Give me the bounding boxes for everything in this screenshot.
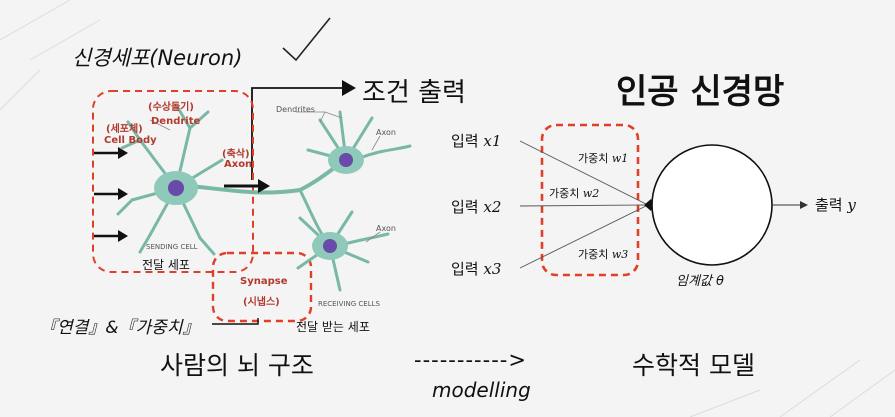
weight-1: 가중치 w1 <box>578 152 629 165</box>
checkmark-icon <box>282 17 331 62</box>
receiving-nucleus-bottom <box>323 239 337 253</box>
axon-en-label: Axon <box>224 159 253 170</box>
modelling-arrow: -----------> <box>414 348 527 372</box>
threshold-label: 임계값 θ <box>676 274 724 289</box>
output-label: 출력 y <box>815 196 856 214</box>
cellbody-en-label: Cell Body <box>104 135 157 146</box>
synapse-en-label: Synapse <box>240 276 288 287</box>
neuron-title: 신경세포(Neuron) <box>72 46 243 70</box>
sending-cell-box <box>92 90 254 273</box>
synapse-kr-label: (시냅스) <box>243 297 280 308</box>
output-arrow-head <box>800 201 808 209</box>
junction-node <box>644 199 653 211</box>
receiving-neurons-illustration <box>296 110 412 292</box>
sending-cell-kr-label: 전달 세포 <box>142 258 190 272</box>
weight-2: 가중치 w2 <box>549 187 600 200</box>
input-3: 입력 x3 <box>451 260 502 278</box>
sending-neuron-illustration <box>116 106 302 256</box>
ann-title: 인공 신경망 <box>616 72 785 112</box>
cellbody-kr-label: (세포체) <box>106 124 143 135</box>
weight-connector-line <box>212 318 259 325</box>
brain-structure-label: 사람의 뇌 구조 <box>160 351 314 380</box>
input-2: 입력 x2 <box>451 198 502 216</box>
receiving-nucleus-top <box>339 153 353 167</box>
input-arrows <box>94 147 128 242</box>
modelling-label: modelling <box>432 378 531 402</box>
axon-right-bottom-label: Axon <box>376 224 396 233</box>
sending-nucleus <box>168 180 184 196</box>
axon-right-top-label: Axon <box>376 128 396 137</box>
neuron-circle <box>651 144 773 266</box>
dendrite-en-label: Dendrite <box>151 116 201 127</box>
condition-arrow-head <box>342 80 356 96</box>
dendrite-kr-label: (수상돌기) <box>148 102 194 113</box>
dendrites-right-label: Dendrites <box>276 105 315 114</box>
synapse-box <box>211 251 313 323</box>
axon-kr-label: (축삭) <box>222 149 250 160</box>
weight-3: 가중치 w3 <box>578 248 629 261</box>
axon-arrow-head <box>258 179 270 193</box>
condition-output-label: 조건 출력 <box>362 78 466 108</box>
connection-weight-label: 『연결』&『가중치』 <box>40 318 200 338</box>
math-model-label: 수학적 모델 <box>632 351 755 380</box>
input-lines <box>519 140 649 269</box>
sending-cell-label: SENDING CELL <box>146 243 198 251</box>
receiving-cell-kr-label: 전달 받는 세포 <box>296 320 370 334</box>
receiving-cell-label: RECEIVING CELLS <box>318 300 380 308</box>
input-1: 입력 x1 <box>451 132 502 150</box>
